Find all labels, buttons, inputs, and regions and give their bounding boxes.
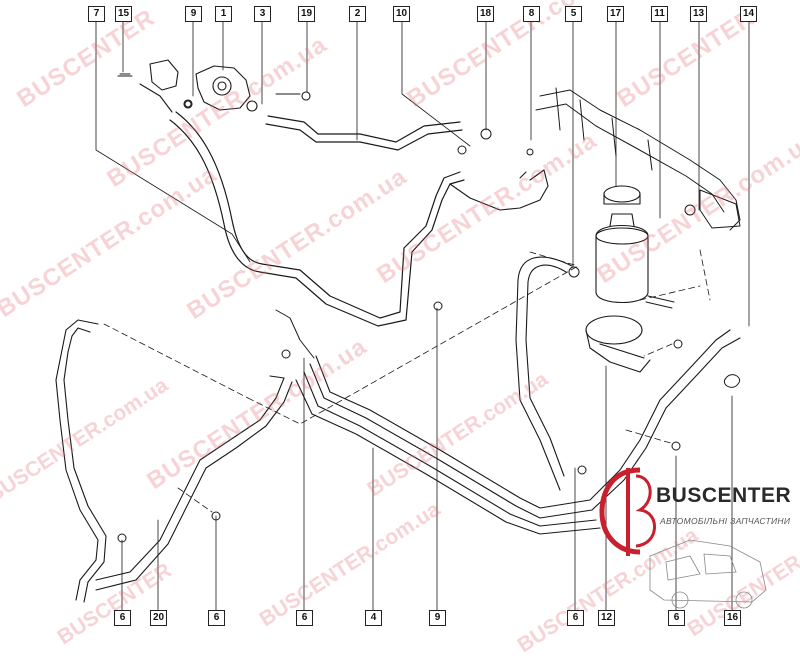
part-callout: 6: [668, 610, 685, 626]
part-callout: 6: [208, 610, 225, 626]
pump-body: [139, 59, 311, 113]
reservoir-clamp: [585, 315, 651, 373]
part-callout: 6: [296, 610, 313, 626]
pipe-high-pressure: [265, 115, 463, 151]
part-callout: 17: [607, 6, 624, 22]
hose-return-left: [55, 319, 293, 603]
part-callout: 12: [598, 610, 615, 626]
part-callout: 18: [477, 6, 494, 22]
return-lines: [295, 169, 741, 535]
fluid-reservoir: [595, 185, 649, 303]
part-callout: 4: [365, 610, 382, 626]
part-callout: 10: [393, 6, 410, 22]
part-callout: 11: [651, 6, 668, 22]
part-callout: 16: [724, 610, 741, 626]
part-callout: 19: [298, 6, 315, 22]
hose-pressure: [169, 111, 465, 327]
part-callout: 15: [115, 6, 132, 22]
logo-brand-name: BUSCENTER: [656, 484, 792, 507]
bus-icon: [649, 539, 767, 609]
steering-rack: [535, 87, 741, 231]
part-callout: 14: [740, 6, 757, 22]
part-callout: 9: [185, 6, 202, 22]
part-callout: 9: [429, 610, 446, 626]
part-callout: 1: [215, 6, 232, 22]
part-callout: 5: [565, 6, 582, 22]
part-callout: 13: [690, 6, 707, 22]
part-callout: 2: [349, 6, 366, 22]
part-callout: 3: [254, 6, 271, 22]
part-callout: 7: [88, 6, 105, 22]
logo-tagline: АВТОМОБІЛЬНІ ЗАПЧАСТИНИ: [660, 516, 791, 526]
part-callout: 20: [150, 610, 167, 626]
part-callout: 6: [114, 610, 131, 626]
part-callout: 6: [567, 610, 584, 626]
fittings: [117, 73, 740, 543]
leader-lines: [95, 21, 750, 613]
part-callout: 8: [523, 6, 540, 22]
